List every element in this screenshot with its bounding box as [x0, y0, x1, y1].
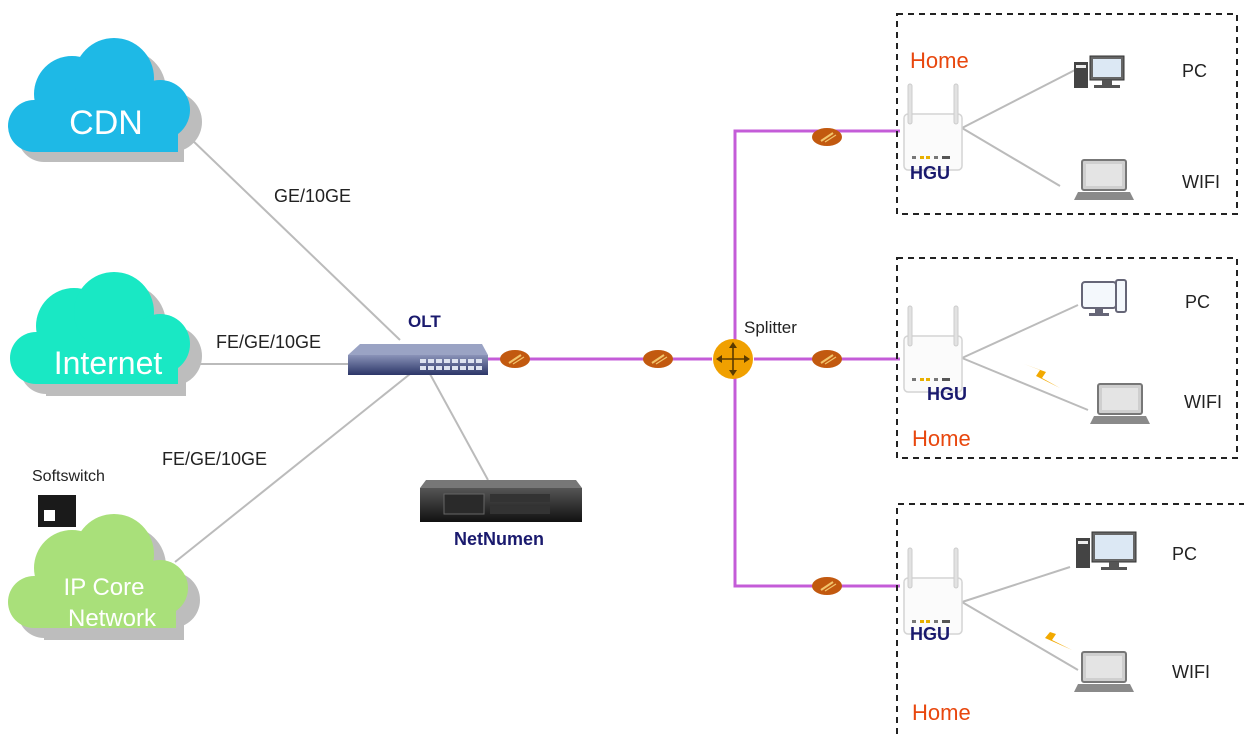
home-2-laptop-icon [1089, 383, 1151, 425]
softswitch-label: Softswitch [32, 468, 105, 485]
home-2-pc-icon [1081, 279, 1127, 316]
netnumen-device: NetNumen [420, 480, 582, 549]
cdn-cloud: CDN [8, 38, 202, 162]
olt-label: OLT [408, 312, 441, 331]
home-2-pc-label: PC [1185, 292, 1210, 312]
home-2-label: Home [912, 426, 971, 451]
ipcore-label-line1: IP Core [64, 574, 145, 601]
home-1-pc-label: PC [1182, 61, 1207, 81]
home-1: Home HGU PC WIFI [896, 13, 1238, 215]
internet-label: Internet [54, 345, 163, 381]
home-3: HGU Home PC WIFI [896, 503, 1244, 734]
netnumen-label: NetNumen [454, 529, 544, 549]
home-2-wireless-icon [1024, 364, 1060, 388]
lan-lines [961, 69, 1089, 671]
home-1-label: Home [910, 48, 969, 73]
fiber-connectors [499, 127, 843, 596]
home-3-pc-icon [1076, 531, 1137, 570]
splitter: Splitter [713, 318, 797, 379]
home-1-wifi-label: WIFI [1182, 172, 1220, 192]
home-3-label: Home [912, 700, 971, 725]
home-2-hgu-label: HGU [927, 384, 967, 404]
cdn-label: CDN [69, 104, 143, 142]
internet-cloud: Internet [10, 272, 202, 396]
home-3-laptop-icon [1073, 651, 1135, 693]
home-2-hgu-icon [903, 305, 963, 393]
ipcore-link-label: FE/GE/10GE [162, 449, 267, 469]
home-3-pc-label: PC [1172, 544, 1197, 564]
home-1-laptop-icon [1073, 159, 1135, 201]
home-2-boundary [896, 257, 1238, 459]
home-3-hgu-icon [903, 547, 963, 635]
home-1-pc-icon [1074, 55, 1125, 88]
olt-device: OLT [348, 312, 488, 375]
ipcore-label-line2: Network [68, 605, 157, 632]
home-3-wireless-icon [1032, 626, 1072, 650]
splitter-label: Splitter [744, 318, 797, 337]
home-3-hgu-label: HGU [910, 624, 950, 644]
home-2-wifi-label: WIFI [1184, 392, 1222, 412]
ipcore-cloud: IP Core Network [8, 514, 200, 640]
cdn-link-label: GE/10GE [274, 186, 351, 206]
home-1-hgu-icon [903, 83, 963, 171]
home-3-wifi-label: WIFI [1172, 662, 1210, 682]
softswitch-icon [38, 495, 76, 527]
home-2: HGU Home PC WIFI [896, 257, 1238, 459]
link-lines [174, 137, 489, 563]
softswitch: Softswitch [32, 468, 105, 527]
home-1-boundary [896, 13, 1238, 215]
internet-link-label: FE/GE/10GE [216, 332, 321, 352]
home-1-hgu-label: HGU [910, 163, 950, 183]
